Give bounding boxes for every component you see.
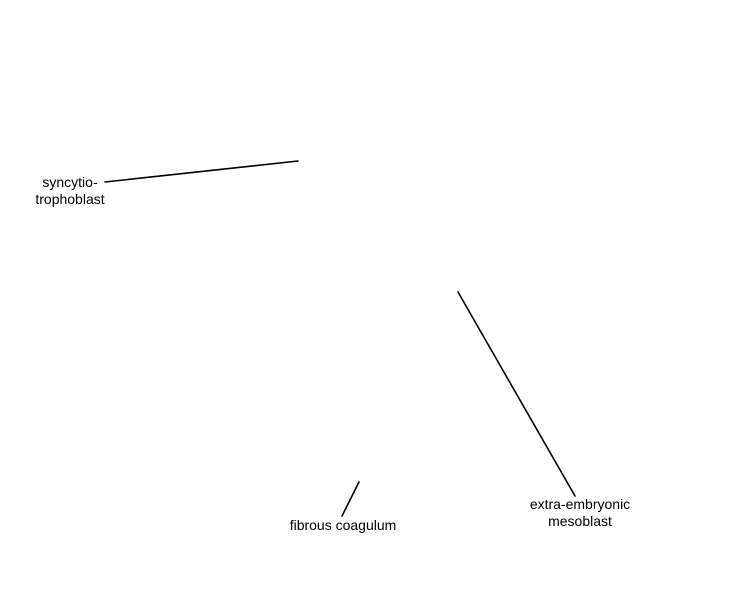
label-syncytiotrophoblast-line1: syncytio-: [42, 174, 98, 190]
label-fibrous-coagulum-text: fibrous coagulum: [289, 517, 397, 533]
label-extra-embryonic-mesoblast: extra-embryonic mesoblast: [510, 496, 650, 530]
label-fibrous-coagulum: fibrous coagulum: [278, 517, 408, 534]
leader-line-fibrous-coagulum: [341, 481, 360, 517]
label-extra-embryonic-mesoblast-line2: mesoblast: [548, 513, 612, 529]
label-syncytiotrophoblast-line2: trophoblast: [35, 191, 105, 207]
leader-line-syncytiotrophoblast: [104, 160, 299, 183]
label-extra-embryonic-mesoblast-line1: extra-embryonic: [529, 496, 631, 512]
leader-line-extra-embryonic-mesoblast: [457, 291, 576, 497]
label-syncytiotrophoblast: syncytio- trophoblast: [30, 174, 110, 208]
